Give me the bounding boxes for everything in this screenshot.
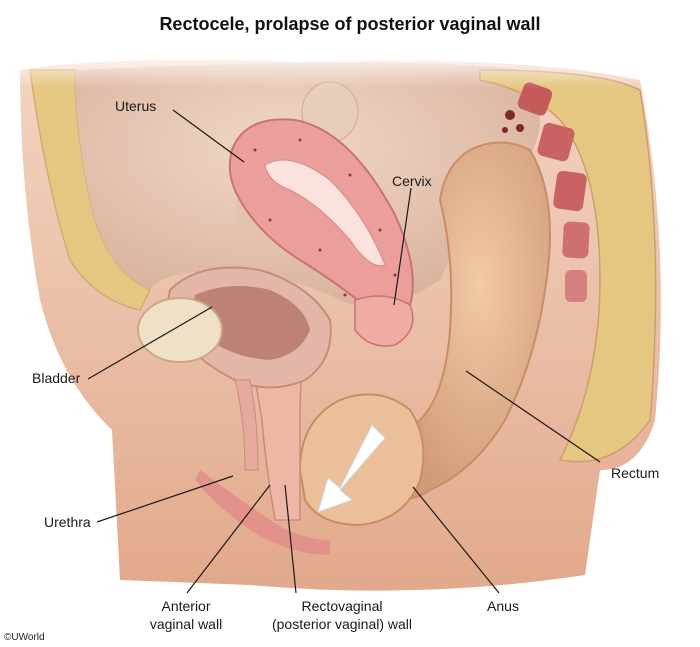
leader-lines: [87, 109, 601, 594]
label-uterus: Uterus: [115, 98, 156, 114]
prolapse-arrow: [317, 424, 386, 513]
diagram-title: Rectocele, prolapse of posterior vaginal…: [159, 14, 540, 34]
bladder-lumen: [194, 286, 310, 360]
urethra-shape: [234, 379, 259, 471]
top-fade: [0, 48, 700, 88]
label-anterior-line1: Anterior: [161, 598, 210, 614]
label-anus: Anus: [487, 598, 519, 614]
label-rectovaginal-line1: Rectovaginal: [302, 598, 383, 614]
label-cervix: Cervix: [392, 173, 432, 189]
label-bladder: Bladder: [32, 370, 81, 386]
cervix-shape: [354, 295, 414, 347]
sacrum-vertebrae: [502, 82, 590, 302]
copyright: ©UWorld: [4, 632, 45, 643]
rectum-shape: [393, 141, 551, 499]
label-rectovaginal-line2: (posterior vaginal) wall: [272, 616, 412, 632]
label-rectum: Rectum: [611, 465, 659, 481]
uterine-cavity: [264, 159, 386, 267]
pubic-bone: [137, 297, 223, 363]
uterus-dots: [253, 138, 397, 297]
label-urethra: Urethra: [44, 514, 91, 530]
label-anterior-line2: vaginal wall: [150, 616, 222, 632]
perineum: [195, 470, 330, 555]
